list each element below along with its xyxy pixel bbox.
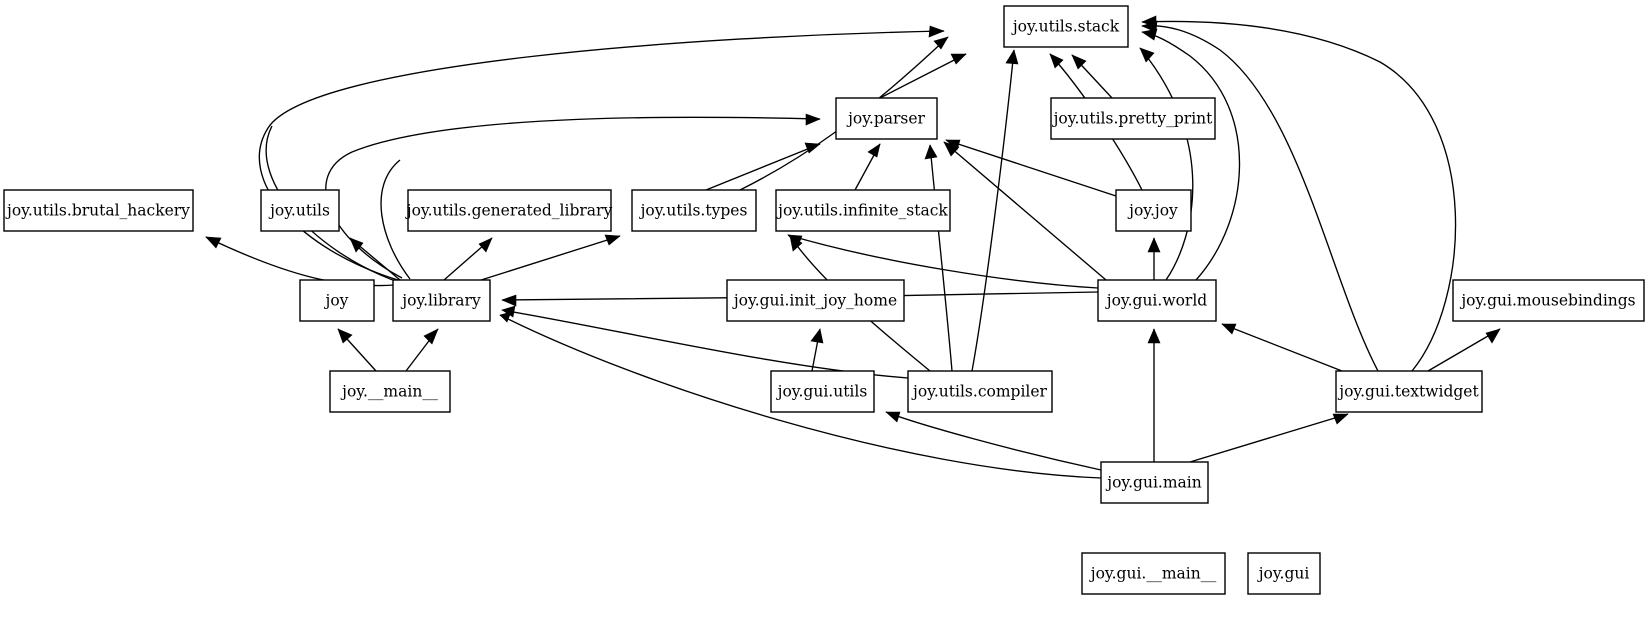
- node-label: joy.utils: [268, 202, 330, 220]
- node-box[interactable]: [1115, 189, 1192, 232]
- edge-joy-gui-main-to-joy-gui-utils: [885, 411, 1102, 471]
- node-joy---main--[interactable]: joy.__main__: [329, 370, 451, 413]
- edge-joy-library-to-joy-utils: [349, 237, 401, 281]
- edge-joy-utils-types-to-joy-utils-stack: [739, 36, 949, 191]
- node-layer: joy.utils.stack joy.parser joy.utils.prett…: [3, 5, 1645, 595]
- node-joy-library[interactable]: joy.library: [392, 279, 491, 322]
- node-box[interactable]: [1452, 279, 1645, 322]
- node-label: joy.gui.utils: [776, 383, 868, 401]
- node-box[interactable]: [1335, 370, 1483, 413]
- node-label: joy.gui.textwidget: [1337, 383, 1479, 401]
- node-label: joy.utils.brutal_hackery: [5, 202, 190, 220]
- edge-joy-gui-main-to-joy-gui-world: [1147, 328, 1161, 462]
- node-box[interactable]: [835, 97, 938, 140]
- node-joy-utils[interactable]: joy.utils: [260, 189, 340, 232]
- node-joy[interactable]: joy: [299, 279, 375, 322]
- node-joy-joy[interactable]: joy.joy: [1115, 189, 1192, 232]
- node-label: joy.gui.init_joy_home: [732, 292, 897, 310]
- edge-joy-gui-world-to-joy-utils-stack-alt: [1141, 28, 1241, 281]
- node-label: joy.utils.generated_library: [405, 202, 613, 220]
- edge-joy-joy-to-joy-parser: [945, 139, 1117, 197]
- node-joy-utils-infinite-stack[interactable]: joy.utils.infinite_stack: [775, 189, 951, 232]
- node-joy-utils-stack[interactable]: joy.utils.stack: [1003, 5, 1129, 48]
- edge-joy-gui-textwidget-to-joy-gui-mousebindings: [1427, 328, 1501, 372]
- node-label: joy.library: [400, 292, 481, 310]
- edge-joy-utils-infinite-stack-to-joy-parser: [854, 143, 881, 191]
- node-box[interactable]: [1247, 552, 1321, 595]
- node-box[interactable]: [299, 279, 375, 322]
- node-box[interactable]: [631, 189, 757, 232]
- node-box[interactable]: [1003, 5, 1129, 48]
- edge-joy-gui-world-to-joy-parser: [943, 141, 1107, 281]
- edge-layer: [205, 15, 1501, 479]
- node-joy-gui-main[interactable]: joy.gui.main: [1100, 461, 1209, 504]
- node-label: joy.joy: [1127, 202, 1178, 220]
- edge-joy-gui-main-to-joy-library: [499, 311, 1102, 479]
- node-box[interactable]: [260, 189, 340, 232]
- node-joy-utils-generated-library[interactable]: joy.utils.generated_library: [405, 189, 613, 232]
- edge-joy-library-to-joy-utils-brutal-hackery: [205, 236, 395, 287]
- node-joy-gui---main--[interactable]: joy.gui.__main__: [1081, 552, 1226, 595]
- node-joy-utils-brutal-hackery[interactable]: joy.utils.brutal_hackery: [3, 189, 194, 232]
- node-joy-gui-world[interactable]: joy.gui.world: [1097, 279, 1217, 322]
- node-joy-gui-textwidget[interactable]: joy.gui.textwidget: [1335, 370, 1483, 413]
- node-joy-utils-types[interactable]: joy.utils.types: [631, 189, 757, 232]
- node-box[interactable]: [1081, 552, 1226, 595]
- edge-joy-gui-textwidget-to-joy-utils-stack-alt: [1141, 20, 1379, 372]
- edge-joy-main-to-joy-library: [405, 328, 439, 372]
- node-box[interactable]: [907, 370, 1053, 413]
- edge-joy-utils-types-to-joy-parser: [705, 142, 821, 191]
- node-box[interactable]: [329, 370, 451, 413]
- edge-joy-library-to-joy-utils-types: [477, 234, 621, 282]
- node-box[interactable]: [775, 189, 951, 232]
- node-label: joy.parser: [846, 110, 925, 128]
- node-joy-utils-compiler[interactable]: joy.utils.compiler: [907, 370, 1053, 413]
- edge-joy-utils-compiler-to-joy-parser: [924, 144, 953, 372]
- node-joy-gui-utils[interactable]: joy.gui.utils: [770, 370, 875, 413]
- node-box[interactable]: [407, 189, 612, 232]
- edge-joy-gui-textwidget-to-joy-gui-world: [1221, 323, 1343, 372]
- node-label: joy.gui.mousebindings: [1459, 292, 1635, 310]
- node-joy-gui-init-joy-home[interactable]: joy.gui.init_joy_home: [726, 279, 905, 322]
- node-label: joy.utils.compiler: [911, 383, 1047, 401]
- node-joy-utils-pretty-print[interactable]: joy.utils.pretty_print: [1050, 97, 1216, 140]
- node-label: joy: [324, 292, 349, 310]
- edge-joy-library-curve-up: [380, 159, 411, 280]
- node-box[interactable]: [726, 279, 905, 322]
- node-label: joy.utils.types: [639, 202, 748, 220]
- node-label: joy.gui.world: [1105, 292, 1208, 310]
- edge-joy-gui-world-to-joy-joy: [1147, 237, 1161, 280]
- node-box[interactable]: [3, 189, 194, 232]
- node-label: joy.__main__: [340, 383, 438, 401]
- edge-joy-utils-pretty-print-to-joy-utils-stack: [1071, 54, 1113, 99]
- node-label: joy.gui: [1257, 565, 1310, 583]
- node-joy-gui[interactable]: joy.gui: [1247, 552, 1321, 595]
- node-label: joy.gui.main: [1105, 474, 1201, 492]
- edge-joy-utils-compiler-to-joy-utils-stack: [971, 49, 1019, 372]
- node-joy-gui-mousebindings[interactable]: joy.gui.mousebindings: [1452, 279, 1645, 322]
- node-joy-parser[interactable]: joy.parser: [835, 97, 938, 140]
- node-label: joy.gui.__main__: [1089, 565, 1217, 583]
- node-box[interactable]: [1097, 279, 1217, 322]
- node-label: joy.utils.stack: [1011, 18, 1120, 36]
- node-box[interactable]: [1100, 461, 1209, 504]
- node-box[interactable]: [392, 279, 491, 322]
- edge-joy-main-to-joy: [337, 328, 377, 372]
- edge-joy-parser-to-joy-utils-stack: [879, 53, 967, 99]
- node-box[interactable]: [1050, 97, 1216, 140]
- edge-joy-library-to-joy-utils-generated-library: [443, 237, 493, 281]
- edge-joy-gui-main-to-joy-gui-textwidget: [1189, 413, 1349, 463]
- edge-joy-gui-utils-to-joy-gui-init-joy-home: [810, 328, 824, 372]
- node-label: joy.utils.infinite_stack: [776, 202, 948, 220]
- node-label: joy.utils.pretty_print: [1052, 110, 1214, 128]
- node-box[interactable]: [770, 370, 875, 413]
- edge-joy-gui-world-to-joy-utils-stack: [1139, 47, 1194, 281]
